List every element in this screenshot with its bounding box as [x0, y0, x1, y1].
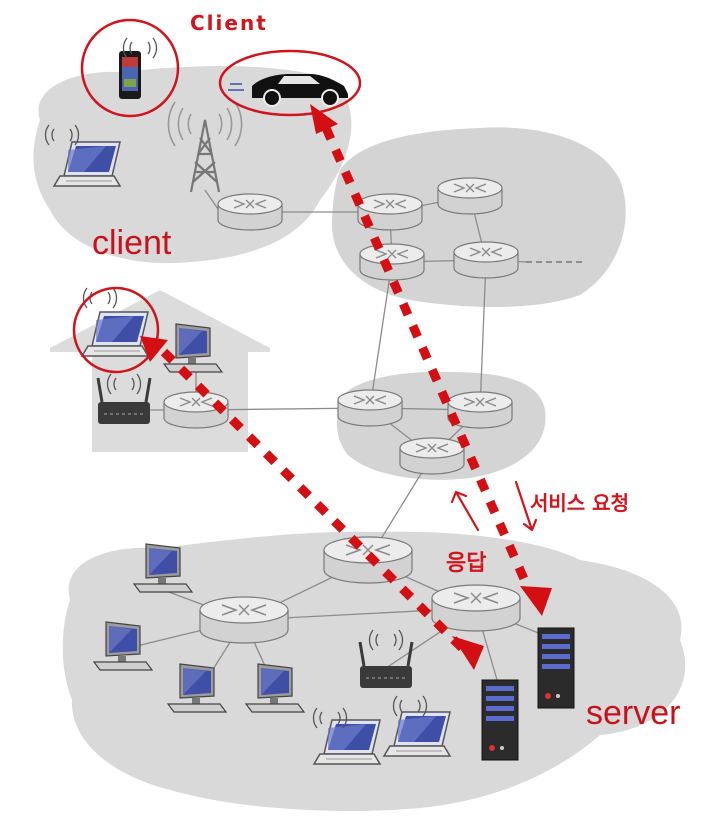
router-icon: [337, 389, 403, 427]
router-icon: [399, 437, 465, 475]
response-arrow: [140, 336, 484, 670]
client-handwritten-label: Client: [190, 11, 268, 35]
router-icon: [359, 243, 425, 281]
smartphone-icon: [119, 51, 141, 99]
server-icon: [481, 679, 519, 761]
router-icon: [431, 584, 521, 632]
laptop-highlight-circle: [72, 286, 160, 374]
router-icon: [437, 177, 503, 215]
service-request-label: 서비스 요청: [530, 491, 629, 515]
request-arrow: [310, 104, 552, 616]
response-label: 응답: [446, 551, 486, 576]
car-highlight-circle: [218, 49, 362, 117]
cell-tower-icon: [167, 101, 243, 193]
router-icon: [217, 193, 283, 231]
server-label: server: [586, 694, 680, 732]
router-icon: [453, 241, 519, 279]
car-icon: [228, 74, 348, 107]
request-hand-arrow: [514, 480, 538, 532]
client-label: client: [92, 224, 172, 262]
phone-highlight-circle: [80, 18, 180, 118]
server-icon: [537, 627, 575, 709]
router-icon: [199, 596, 289, 644]
response-hand-arrow: [450, 490, 480, 532]
